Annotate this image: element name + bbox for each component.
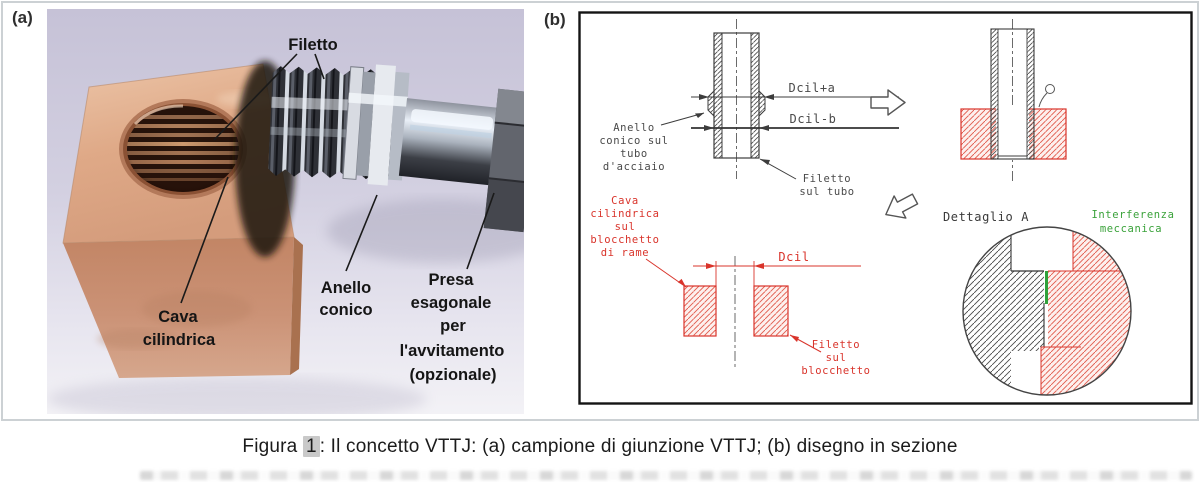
svg-text:sul: sul <box>826 352 847 364</box>
threaded-rod <box>268 64 524 233</box>
label-cava-line1: Cava <box>158 308 198 326</box>
label-presa-line1: Presa <box>429 271 475 289</box>
label-anello-line2: conico <box>319 301 372 319</box>
label-anello-conico-tubo: Anello conico sul tubo d'acciaio <box>599 112 705 173</box>
svg-text:d'acciaio: d'acciaio <box>603 161 665 173</box>
leader-lines <box>180 53 495 304</box>
label-anello-line1: Anello <box>321 279 371 297</box>
label-filetto: Filetto <box>288 36 338 54</box>
svg-text:blocchetto: blocchetto <box>590 234 659 246</box>
dimension-dcil-plus-a: Dcil+a <box>691 81 899 100</box>
drawing-panel-b: Dcil+a Dcil-b Anello conico sul tubo d'a… <box>578 11 1193 405</box>
panel-b-label: (b) <box>544 10 566 29</box>
figure-box: (a) <box>1 1 1199 421</box>
threaded-hole <box>119 99 247 199</box>
caption-text: : Il concetto VTTJ: (a) campione di giun… <box>319 436 958 457</box>
photo-panel-a: Filetto Cava cilindrica Anello conico Pr… <box>47 9 524 414</box>
label-presa-line2: esagonale <box>411 294 492 312</box>
dimension-dcil-minus-b: Dcil-b <box>691 112 899 131</box>
conical-ring <box>342 64 410 186</box>
label-cava-line2: cilindrica <box>143 331 216 349</box>
label-filetto-tubo: Filetto sul tubo <box>759 158 854 198</box>
rod-shaft <box>398 98 503 186</box>
block-shadow <box>47 377 427 414</box>
label-filetto-blocchetto: Filetto sul blocchetto <box>789 334 870 377</box>
process-arrow-back <box>885 193 919 219</box>
dimension-dcil: Dcil <box>778 250 809 264</box>
process-arrow-right <box>870 89 906 116</box>
svg-text:Cava: Cava <box>611 195 639 207</box>
figure-caption: Figura 1: Il concetto VTTJ: (a) campione… <box>0 436 1200 458</box>
svg-text:meccanica: meccanica <box>1100 223 1162 235</box>
caption-prefix: Figura <box>242 436 298 457</box>
label-dettaglio-a: Dettaglio A <box>943 210 1029 224</box>
svg-text:Anello: Anello <box>613 122 655 134</box>
svg-text:sul tubo: sul tubo <box>799 186 854 198</box>
label-presa-line4: l'avvitamento <box>400 342 505 360</box>
panel-a-label: (a) <box>12 8 33 27</box>
assembled-joint-drawing <box>960 19 1067 181</box>
label-cava-blocchetto: Cava cilindrica sul blocchetto di rame <box>590 195 687 288</box>
detail-a-marker <box>1045 84 1055 94</box>
svg-text:Filetto: Filetto <box>812 339 860 351</box>
svg-text:Dcil-b: Dcil-b <box>790 112 837 126</box>
svg-text:di rame: di rame <box>601 247 649 259</box>
svg-text:sul: sul <box>615 221 636 233</box>
tube-section-drawing <box>707 19 766 179</box>
svg-text:Filetto: Filetto <box>803 173 851 185</box>
copper-block-section-drawing: Dcil <box>683 250 861 368</box>
svg-text:tubo: tubo <box>620 148 648 160</box>
svg-text:Dcil+a: Dcil+a <box>789 81 836 95</box>
svg-text:cilindrica: cilindrica <box>590 208 659 220</box>
cutoff-text-strip <box>140 471 1192 480</box>
svg-text:blocchetto: blocchetto <box>801 365 870 377</box>
hex-socket <box>483 88 524 233</box>
label-presa-line3: per <box>440 317 466 335</box>
caption-figure-number: 1 <box>302 436 320 457</box>
svg-text:conico sul: conico sul <box>599 135 668 147</box>
svg-text:Interferenza: Interferenza <box>1091 209 1174 221</box>
label-presa-line5: (opzionale) <box>409 366 496 384</box>
